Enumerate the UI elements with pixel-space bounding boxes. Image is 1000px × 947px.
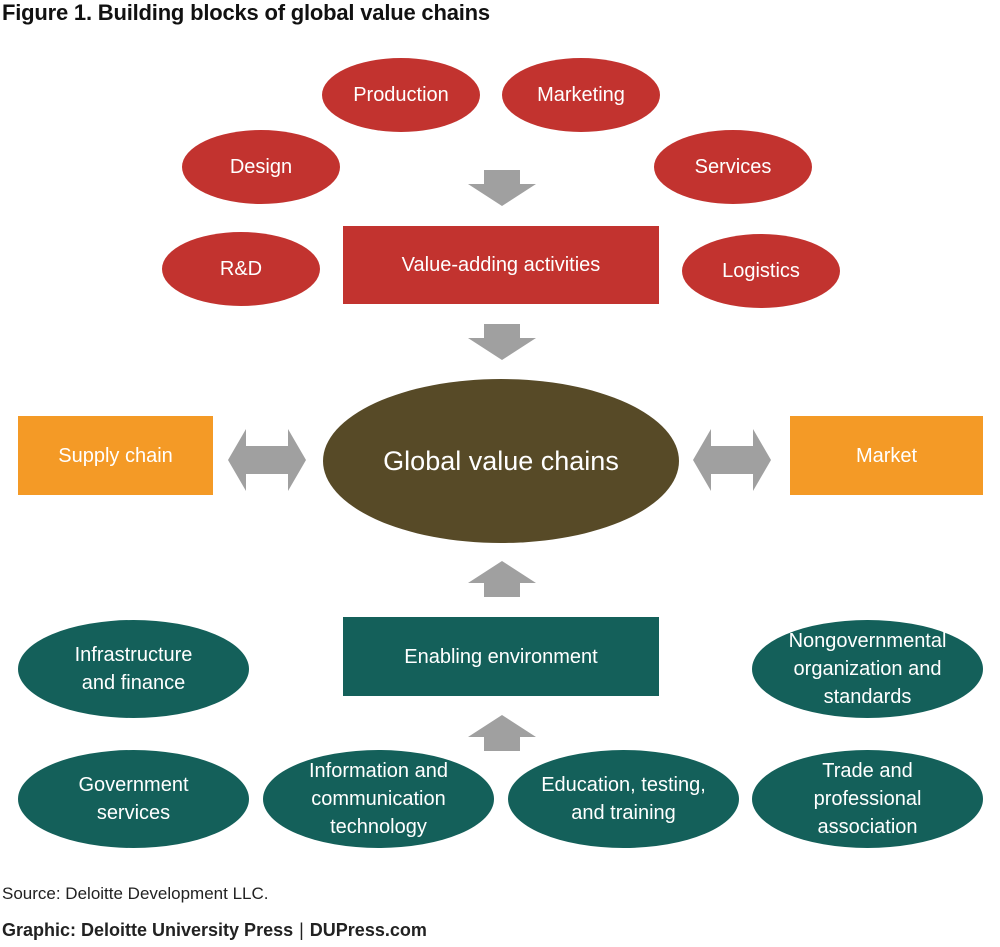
ngo-label: Nongovernmental organization and standar… [788, 630, 947, 708]
production-ellipse: Production [322, 58, 480, 132]
up-arrow-icon [468, 715, 536, 751]
down-arrow-icon [468, 324, 536, 360]
government-services-label: Government services [78, 774, 189, 824]
ict-ellipse: Information and communication technology [263, 750, 494, 848]
logistics-ellipse: Logistics [682, 234, 840, 308]
value-adding-activities-box: Value-adding activities [343, 226, 659, 304]
logistics-label: Logistics [722, 260, 800, 282]
infrastructure-ellipse: Infrastructure and finance [18, 620, 249, 718]
graphic-credit: Graphic: Deloitte University Press|DUPre… [2, 920, 427, 941]
education-label: Education, testing, and training [541, 774, 706, 824]
market-box: Market [790, 416, 983, 495]
enabling-environment-box: Enabling environment [343, 617, 659, 696]
supply-chain-box: Supply chain [18, 416, 213, 495]
up-arrow-icon [468, 561, 536, 597]
figure-title: Figure 1. Building blocks of global valu… [2, 0, 490, 25]
ict-label: Information and communication technology [309, 760, 448, 838]
education-ellipse: Education, testing, and training [508, 750, 739, 848]
services-ellipse: Services [654, 130, 812, 204]
rnd-ellipse: R&D [162, 232, 320, 306]
rnd-label: R&D [219, 258, 263, 280]
value-adding-activities-label: Value-adding activities [401, 254, 601, 276]
trade-association-label: Trade and professional association [813, 760, 922, 838]
ngo-ellipse: Nongovernmental organization and standar… [752, 620, 983, 718]
site-link[interactable]: DUPress.com [309, 920, 427, 940]
global-value-chains-ellipse: Global value chains [323, 379, 679, 543]
credit-separator: | [299, 920, 304, 940]
government-services-ellipse: Government services [18, 750, 249, 848]
production-label: Production [353, 84, 449, 106]
services-label: Services [694, 156, 772, 178]
down-arrow-icon [468, 170, 536, 206]
global-value-chains-label: Global value chains [383, 446, 619, 476]
infrastructure-label: Infrastructure and finance [74, 644, 193, 694]
graphic-credit-label: Graphic: Deloitte University Press [2, 920, 294, 940]
supply-chain-label: Supply chain [58, 444, 173, 467]
double-arrow-icon [228, 429, 306, 491]
design-ellipse: Design [182, 130, 340, 204]
marketing-label: Marketing [537, 84, 625, 106]
trade-association-ellipse: Trade and professional association [752, 750, 983, 848]
double-arrow-icon [693, 429, 771, 491]
design-label: Design [229, 156, 293, 178]
market-label: Market [855, 444, 918, 467]
source-note: Source: Deloitte Development LLC. [2, 884, 269, 903]
enabling-environment-label: Enabling environment [404, 645, 598, 668]
marketing-ellipse: Marketing [502, 58, 660, 132]
